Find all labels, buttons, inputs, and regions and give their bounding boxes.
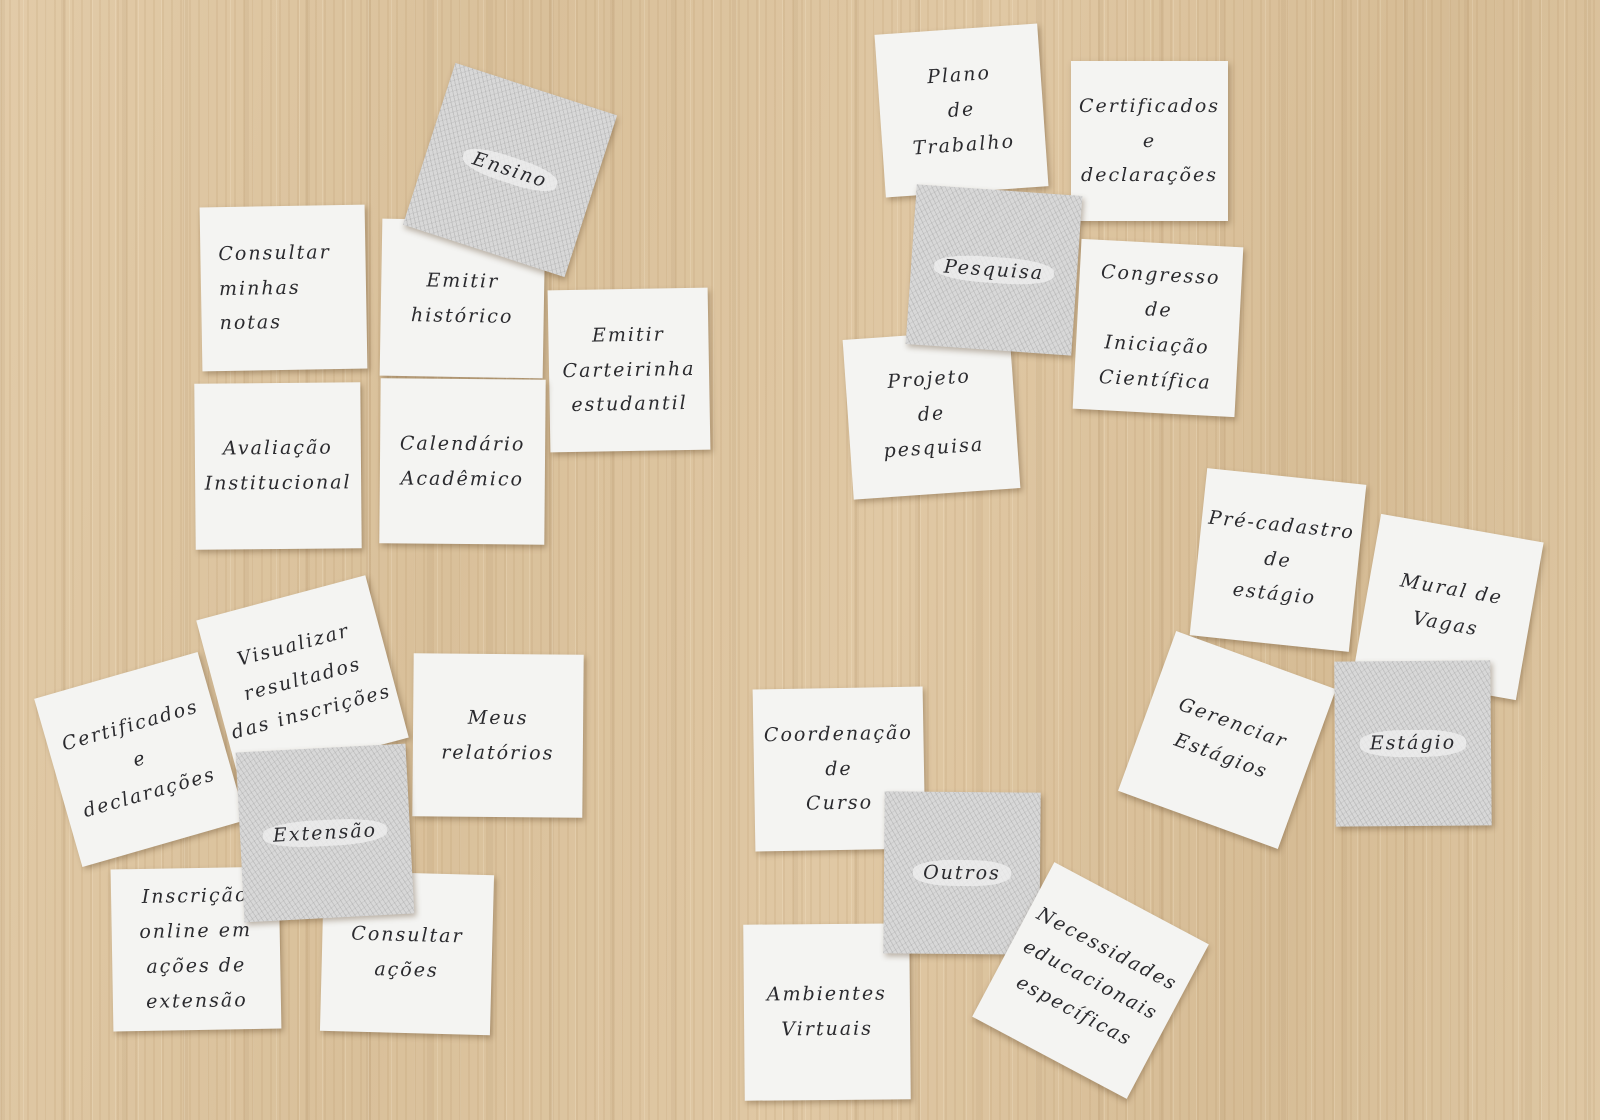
note-line: notas [219, 311, 283, 335]
note-consultar-minhas-notas: Consultar minhas notas [199, 204, 368, 372]
note-congresso-iniciacao: Congresso de Iniciação Científica [1072, 238, 1244, 418]
note-line: Ambientes [766, 982, 887, 1006]
note-avaliacao-institucional: Avaliação Institucional [194, 382, 362, 550]
note-pre-cadastro-estagio: Pré-cadastro de estágio [1189, 468, 1367, 652]
note-projeto-de-pesquisa: Projeto de pesquisa [842, 328, 1021, 500]
note-line: de [1144, 298, 1174, 322]
note-line: de [1263, 547, 1293, 572]
note-line: Virtuais [781, 1017, 874, 1041]
note-line: Curso [805, 791, 874, 815]
note-line: Acadêmico [400, 466, 525, 491]
note-line: Consultar [351, 922, 464, 948]
note-line: Plano [926, 62, 992, 89]
note-line: ações [374, 958, 440, 982]
note-line: online em [139, 919, 253, 944]
note-gerenciar-estagios: Gerenciar Estágios [1118, 631, 1336, 849]
note-line: minhas [218, 276, 301, 300]
note-line: estágio [1231, 578, 1318, 610]
note-line: extensão [145, 988, 248, 1013]
note-plano-de-trabalho: Plano de Trabalho [874, 23, 1049, 198]
note-line: Trabalho [912, 130, 1016, 160]
note-line: de [917, 401, 946, 426]
note-line: declarações [1081, 164, 1218, 187]
note-line: histórico [410, 303, 514, 328]
note-line: Estágio [1359, 729, 1467, 758]
note-line: Emitir [426, 269, 500, 293]
note-line: Certificados [1079, 94, 1221, 117]
note-calendario-academico: Calendário Acadêmico [379, 378, 546, 545]
note-emitir-carteirinha: Emitir Carteirinha estudantil [547, 287, 711, 453]
note-line: Mural de [1398, 569, 1505, 610]
note-line: Outros [913, 859, 1011, 887]
note-extensao-category: Extensão [235, 743, 415, 923]
note-line: Avaliação [222, 436, 333, 460]
note-line: Projeto [886, 364, 972, 393]
note-line: Calendário [399, 432, 526, 456]
note-certificados-pesquisa: Certificados e declarações [1071, 61, 1228, 221]
note-line: Consultar [218, 240, 331, 265]
note-line: Pesquisa [932, 252, 1056, 288]
note-line: Científica [1098, 365, 1213, 394]
note-line: Vagas [1410, 607, 1481, 641]
note-meus-relatorios: Meus relatórios [412, 653, 584, 818]
note-line: Ensino [459, 142, 561, 198]
note-line: relatórios [441, 741, 555, 764]
note-line: Certificados [59, 695, 202, 756]
note-line: Inscrição [141, 884, 249, 909]
note-line: e [130, 746, 150, 772]
note-line: Iniciação [1103, 331, 1211, 359]
note-line: Congresso [1100, 261, 1222, 290]
note-line: e [1142, 129, 1157, 152]
note-line: de [947, 98, 976, 123]
note-line: Emitir [591, 323, 665, 347]
note-line: Institucional [204, 471, 352, 495]
note-line: Meus [467, 706, 529, 729]
note-line: Extensão [262, 816, 388, 850]
note-line: Coordenação [763, 721, 914, 747]
note-line: declarações [80, 763, 219, 823]
note-pesquisa-category: Pesquisa [905, 184, 1083, 356]
note-estagio-category: Estágio [1334, 660, 1492, 827]
note-line: estudantil [571, 392, 688, 417]
note-line: de [825, 757, 853, 780]
note-line: ações de [146, 954, 247, 978]
note-line: pesquisa [882, 433, 985, 463]
note-line: Pré-cadastro [1207, 506, 1356, 544]
note-line: Carteirinha [562, 357, 696, 382]
